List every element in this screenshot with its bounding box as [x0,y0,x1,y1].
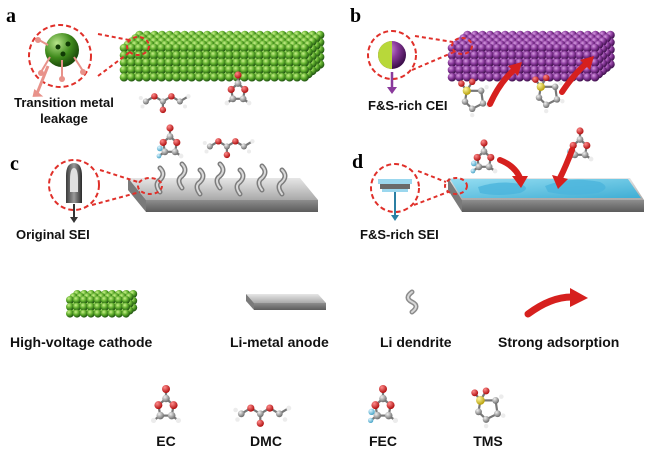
electrolyte-molecules [138,71,255,159]
zoom-line [91,191,141,206]
zoom-line [97,33,130,41]
caption-cei: F&S-rich CEI [368,98,447,113]
fec-adsorption [470,127,594,174]
legend-molecules [150,385,506,429]
panel-label-a: a [6,5,16,27]
zoom-line [413,191,449,206]
panel-label-d: d [352,151,363,173]
legend-adsorption-label: Strong adsorption [498,334,619,350]
panel-label-b: b [350,5,361,27]
transition-metal-particle-icon [45,33,79,67]
legend-ec-label: EC [156,433,175,449]
legend-dmc-label: DMC [250,433,282,449]
li-dendrites [154,161,288,197]
caption-leakage: leakage [40,111,88,126]
zoom-marker [126,36,150,56]
green-cathode-lattice [119,30,325,82]
zoom-marker [444,177,468,195]
zoom-marker [451,37,473,55]
panel-label-c: c [10,153,19,175]
zoom-line [414,35,454,43]
cei-coating-icon [378,41,392,69]
legend-fec-label: FEC [369,433,397,449]
strong-adsorption-arrow-icon [497,157,528,188]
purple-cathode-lattice [447,30,615,82]
strong-adsorption-arrow-icon [559,56,594,95]
sei-film-icon [378,179,412,184]
legend-anode-icon [246,294,326,310]
caption-transition-metal: Transition metal [14,95,114,110]
legend-tms-label: TMS [473,433,503,449]
legend-cathode-label: High-voltage cathode [10,334,153,350]
caption-fs-sei: F&S-rich SEI [360,227,439,242]
strong-adsorption-arrow-icon [487,62,522,107]
legend-dendrite-label: Li dendrite [380,334,452,350]
strong-adsorption-arrow-icon [552,147,575,189]
legend-anode-label: Li-metal anode [230,334,329,350]
zoom-line [411,51,455,71]
fs-rich-sei-layer [450,179,641,198]
zoom-marker [137,177,163,195]
caption-original-sei: Original SEI [16,227,90,242]
li-metal-anode-slab [128,178,318,212]
anode-film-icon [380,184,410,189]
legend-cathode-icon [66,290,138,318]
legend-dendrite-icon [405,289,419,315]
tms-adsorption [458,74,565,118]
legend-strong-adsorption-icon [524,288,588,318]
zoom-line [417,170,447,183]
leak-arrow-icon [34,65,50,97]
